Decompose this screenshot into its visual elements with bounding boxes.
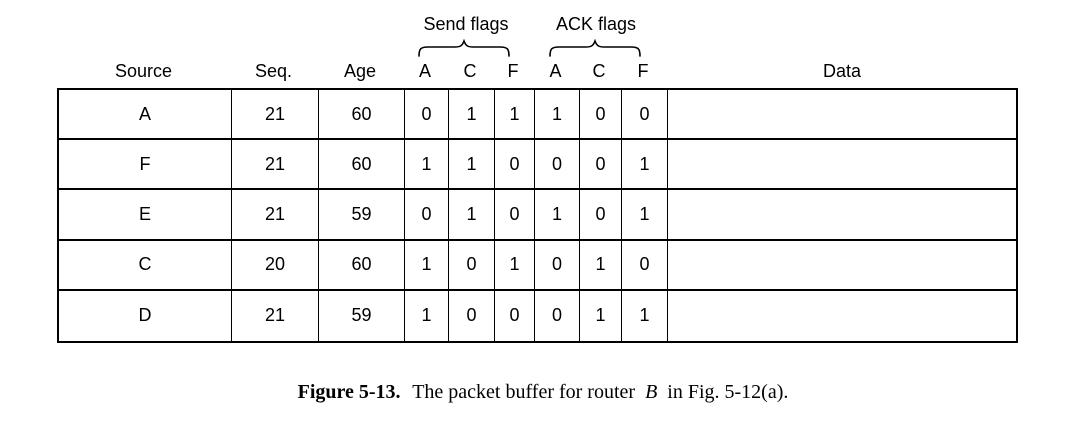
cell-send-c: 1 [449,190,495,239]
cell-ack-f: 0 [622,90,668,139]
cell-source: C [59,240,232,289]
table-row: F 21 60 1 1 0 0 0 1 [59,140,1016,191]
ack-flags-group-label: ACK flags [555,14,637,34]
cell-source: A [59,90,232,139]
cell-seq: 21 [232,140,319,189]
cell-source: E [59,190,232,239]
cell-send-a: 0 [405,90,449,139]
cell-ack-c: 0 [580,90,622,139]
cell-send-a: 0 [405,190,449,239]
cell-send-f: 0 [495,140,535,189]
cell-source: F [59,140,232,189]
cell-source: D [59,290,232,341]
cell-send-c: 1 [449,90,495,139]
cell-seq: 21 [232,290,319,341]
column-header-data: Data [822,60,862,81]
cell-send-f: 0 [495,190,535,239]
cell-ack-f: 1 [622,290,668,341]
column-header-send-f: F [507,60,519,81]
caption-router-name: B [645,381,658,403]
cell-send-c: 0 [449,240,495,289]
cell-send-f: 1 [495,90,535,139]
cell-age: 60 [319,240,405,289]
cell-seq: 21 [232,190,319,239]
cell-send-c: 0 [449,290,495,341]
cell-age: 60 [319,140,405,189]
cell-ack-f: 0 [622,240,668,289]
caption-text-post: in Fig. 5-12(a). [667,381,789,403]
cell-data [668,190,1016,238]
table-row: C 20 60 1 0 1 0 1 0 [59,240,1016,291]
cell-ack-a: 0 [535,290,580,341]
cell-age: 59 [319,190,405,239]
table-row: A 21 60 0 1 1 1 0 0 [59,90,1016,141]
cell-ack-f: 1 [622,140,668,189]
cell-ack-c: 1 [580,290,622,341]
cell-data [668,241,1016,289]
cell-age: 60 [319,90,405,139]
column-header-ack-c: C [592,60,606,81]
cell-ack-a: 1 [535,90,580,139]
cell-ack-c: 0 [580,190,622,239]
table-row: D 21 59 1 0 0 0 1 1 [59,290,1016,341]
caption-text-pre: The packet buffer for router [412,381,636,403]
column-header-row: Source Seq. Age A C F A C F Data [57,56,1018,86]
cell-ack-a: 0 [535,140,580,189]
column-header-send-c: C [463,60,477,81]
cell-send-a: 1 [405,240,449,289]
cell-ack-f: 1 [622,190,668,239]
send-flags-brace-icon [418,39,510,57]
cell-send-c: 1 [449,140,495,189]
cell-data [668,90,1016,138]
cell-send-f: 0 [495,290,535,341]
cell-ack-a: 1 [535,190,580,239]
table-row: E 21 59 0 1 0 1 0 1 [59,190,1016,241]
column-header-seq: Seq. [254,60,293,81]
column-header-age: Age [343,60,377,81]
cell-seq: 21 [232,90,319,139]
cell-send-f: 1 [495,240,535,289]
cell-ack-c: 1 [580,240,622,289]
figure-caption: Figure 5-13. The packet buffer for route… [0,381,1086,404]
cell-send-a: 1 [405,140,449,189]
figure-number: Figure 5-13. [297,381,401,403]
cell-data [668,140,1016,188]
packet-buffer-table: A 21 60 0 1 1 1 0 0 F 21 60 1 1 0 0 0 [57,88,1018,343]
cell-ack-c: 0 [580,140,622,189]
column-header-ack-f: F [637,60,649,81]
cell-send-a: 1 [405,290,449,341]
ack-flags-brace-icon [549,39,641,57]
cell-age: 59 [319,290,405,341]
cell-seq: 20 [232,240,319,289]
cell-ack-a: 0 [535,240,580,289]
column-header-send-a: A [418,60,431,81]
send-flags-group-label: Send flags [423,14,509,34]
cell-data [668,291,1016,341]
column-header-source: Source [114,60,173,81]
column-header-ack-a: A [549,60,562,81]
